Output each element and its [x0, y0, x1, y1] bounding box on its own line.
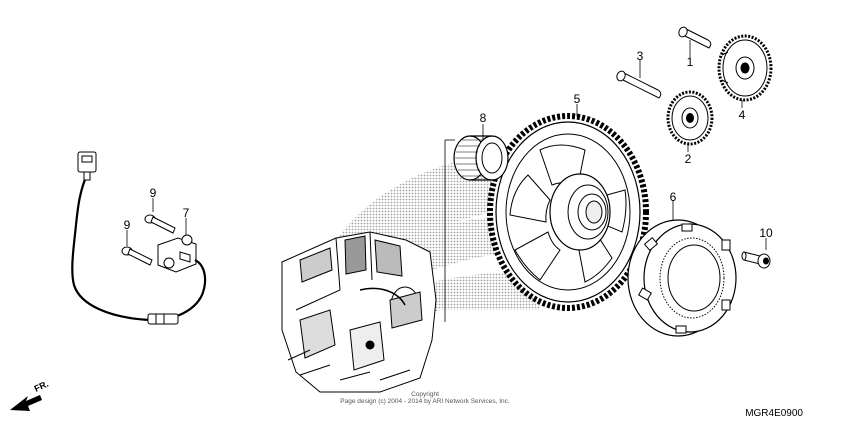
- wire-connector: [77, 151, 179, 325]
- callout-8: 8: [480, 111, 487, 125]
- diagram-code: MGR4E0900: [745, 408, 803, 419]
- callout-5: 5: [574, 92, 581, 106]
- gear-part-5: [487, 113, 649, 311]
- gear-part-4: [717, 34, 773, 102]
- wire-harness: [71, 171, 207, 322]
- engine-block: [281, 231, 437, 393]
- callout-3: 3: [637, 49, 644, 63]
- copyright-line-2: Page design (c) 2004 - 2014 by ARI Netwo…: [340, 398, 510, 405]
- sensor-part-7: [157, 234, 197, 273]
- bolt-part-9-upper: [144, 214, 176, 234]
- callout-2: 2: [685, 152, 692, 166]
- bearing-part-8: [453, 135, 509, 181]
- front-marker-label: FR.: [33, 379, 50, 394]
- callout-7: 7: [183, 206, 190, 220]
- callout-9-upper: 9: [150, 186, 157, 200]
- callout-4: 4: [739, 108, 746, 122]
- pin-part-3: [616, 70, 662, 99]
- front-arrow-icon: [10, 395, 42, 411]
- copyright-line-1: Copyright: [411, 391, 439, 398]
- gear-part-2: [666, 90, 714, 146]
- callout-9-lower: 9: [124, 218, 131, 232]
- clutch-part-6: [627, 219, 737, 337]
- callout-10: 10: [759, 226, 773, 240]
- callout-6: 6: [670, 190, 677, 204]
- pin-part-1: [678, 26, 712, 49]
- bolt-part-10: [741, 251, 771, 269]
- callout-1: 1: [687, 55, 694, 69]
- bolt-part-9-lower: [121, 246, 153, 266]
